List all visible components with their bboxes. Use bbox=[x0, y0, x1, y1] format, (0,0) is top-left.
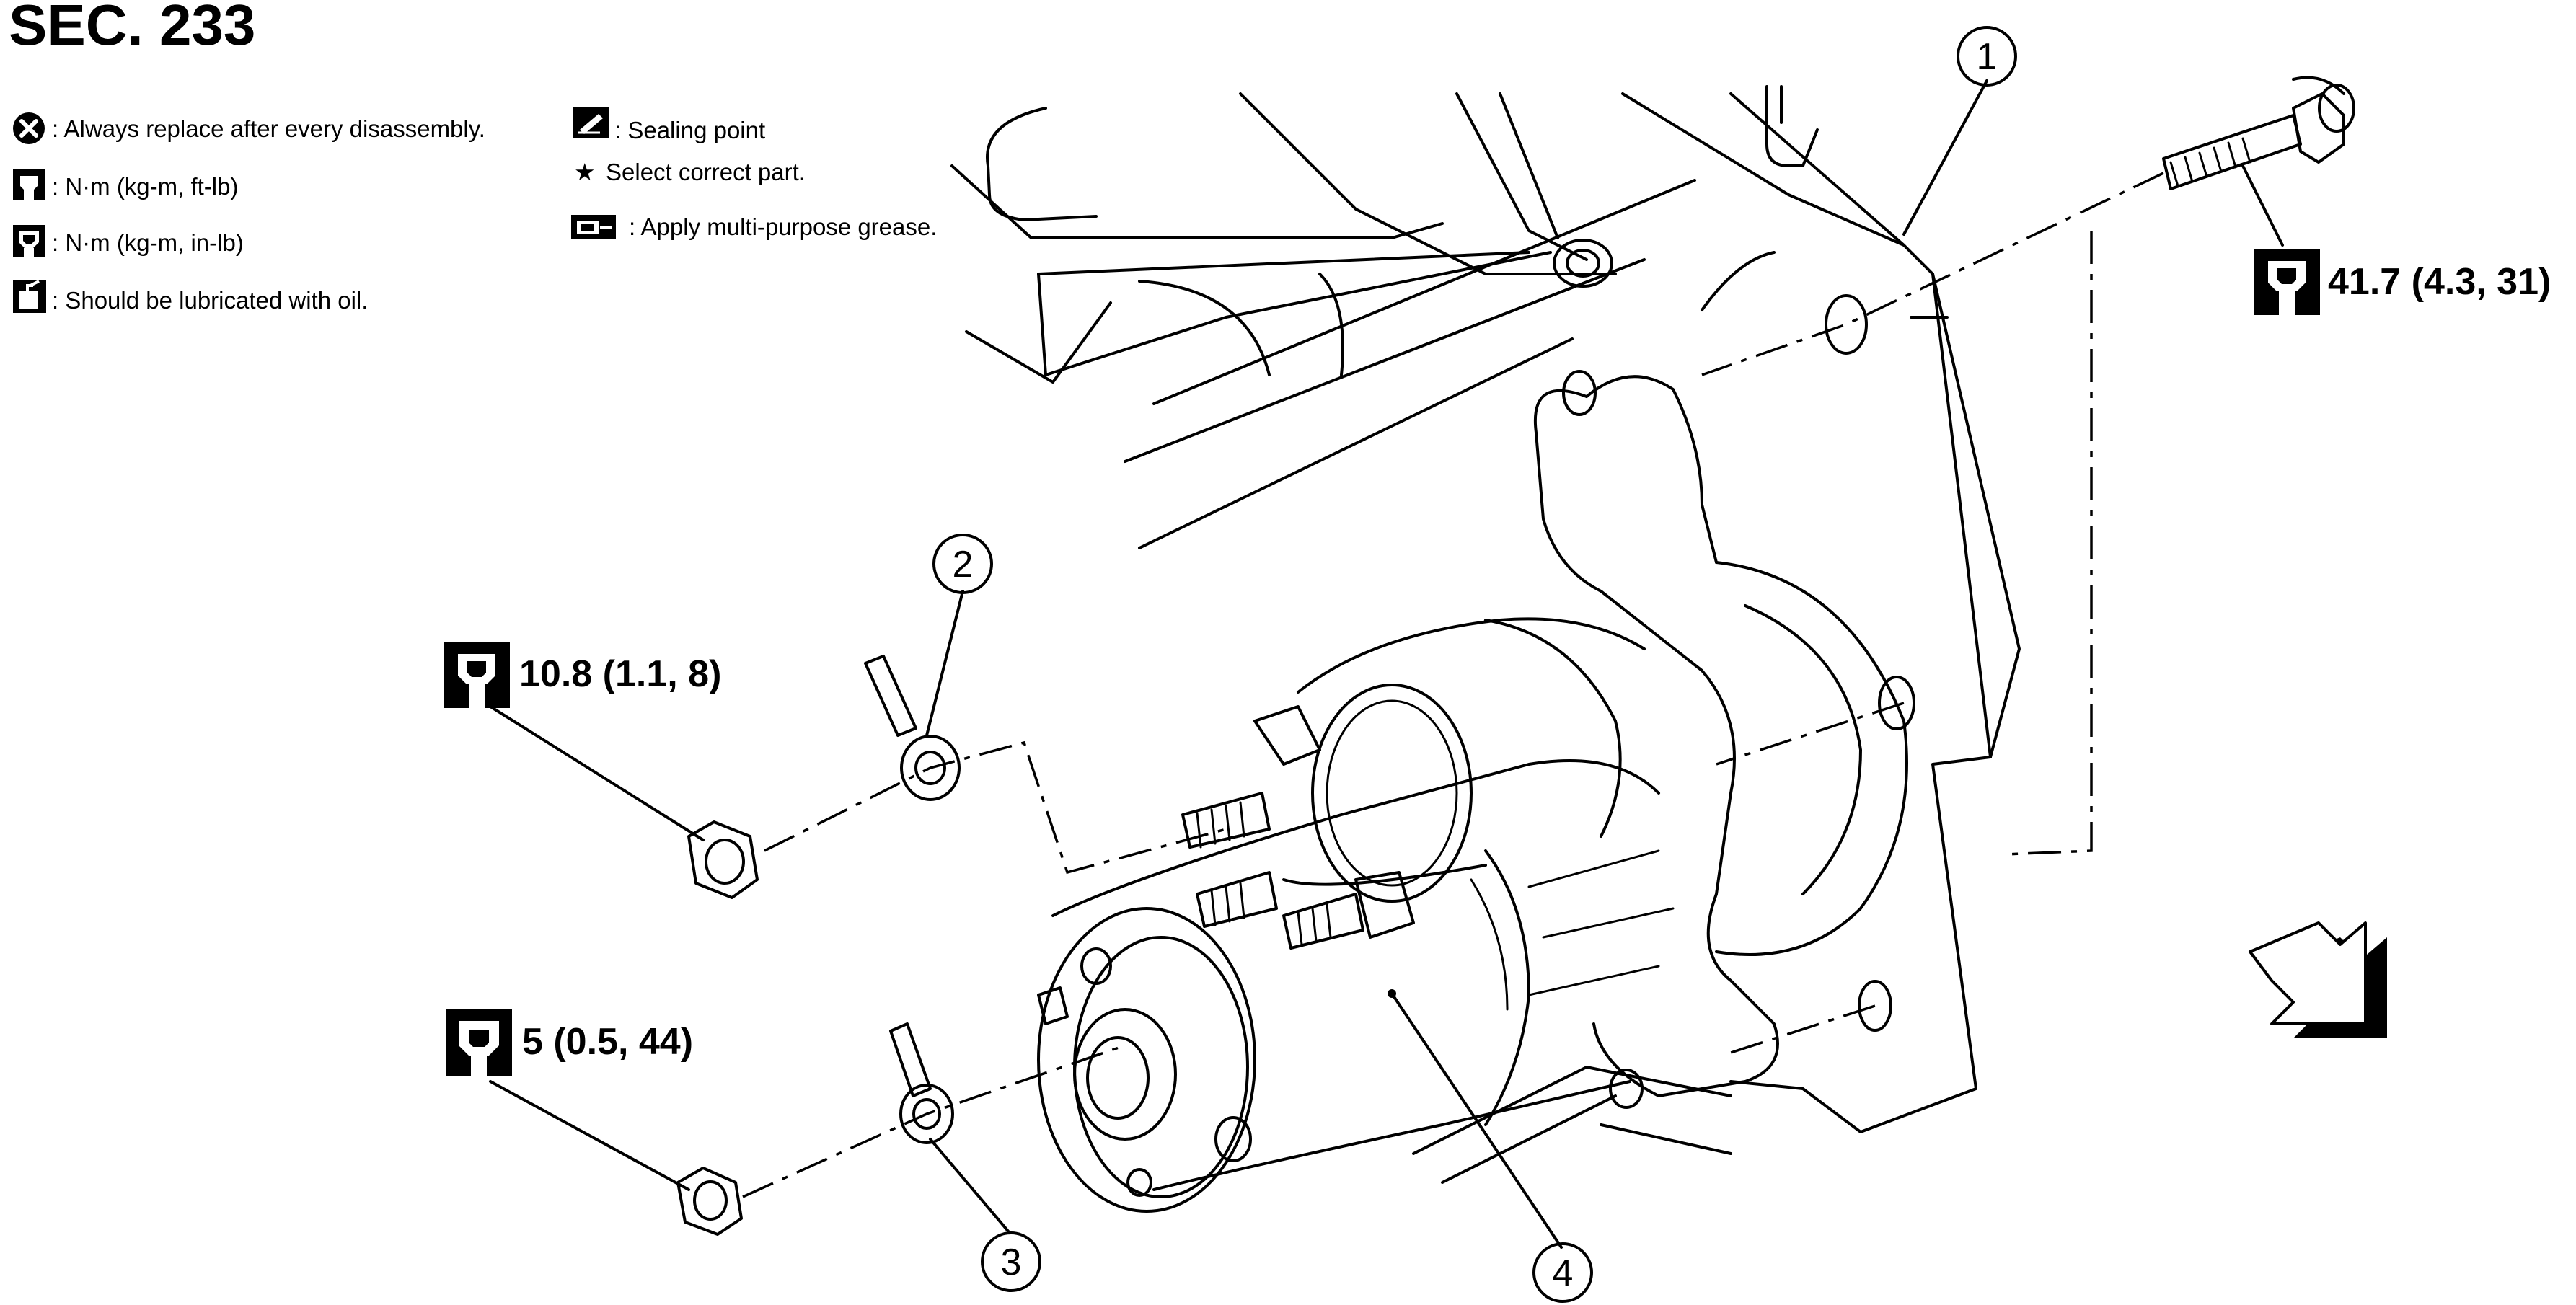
starter-motor bbox=[1037, 370, 1908, 1213]
torque-wrench-icon bbox=[2254, 249, 2320, 315]
callout-2: 2 bbox=[925, 534, 993, 737]
mounting-bolt bbox=[2162, 76, 2355, 190]
legend-select-part: Select correct part. bbox=[606, 159, 806, 185]
engine-block-outline bbox=[950, 92, 1732, 1184]
oil-can-icon bbox=[13, 280, 46, 313]
torque-wrench-icon bbox=[13, 169, 45, 200]
svg-text:3: 3 bbox=[1001, 1242, 1022, 1283]
callout-3: 3 bbox=[929, 1138, 1041, 1292]
torque-value-upper-nut: 10.8 (1.1, 8) bbox=[519, 653, 721, 695]
lower-terminal bbox=[889, 1022, 954, 1144]
legend-lubricate-oil: : Should be lubricated with oil. bbox=[52, 287, 368, 314]
torque-wrench-filled-icon bbox=[13, 225, 45, 257]
torque-value-lower-nut: 5 (0.5, 44) bbox=[522, 1021, 693, 1063]
callout-1: 1 bbox=[1902, 26, 2017, 236]
torque-label-upper-nut: 10.8 (1.1, 8) bbox=[444, 642, 721, 841]
upper-terminal bbox=[864, 655, 961, 801]
torque-wrench-icon bbox=[444, 642, 510, 708]
svg-text:4: 4 bbox=[1553, 1252, 1574, 1294]
torque-label-lower-nut: 5 (0.5, 44) bbox=[446, 1009, 693, 1191]
legend-torque-ft-lb: : N·m (kg-m, ft-lb) bbox=[52, 173, 238, 200]
legend-apply-grease: : Apply multi-purpose grease. bbox=[629, 213, 937, 240]
transmission-housing bbox=[1621, 85, 2021, 1133]
torque-label-bolt: 41.7 (4.3, 31) bbox=[2241, 164, 2551, 315]
grease-gun-icon bbox=[571, 215, 616, 239]
torque-value-bolt: 41.7 (4.3, 31) bbox=[2328, 261, 2551, 303]
torque-wrench-filled-icon bbox=[446, 1009, 512, 1076]
svg-text:2: 2 bbox=[953, 544, 974, 585]
legend: : Always replace after every disassembly… bbox=[13, 112, 485, 314]
front-direction-arrow-icon bbox=[2249, 921, 2387, 1038]
x-circle-icon bbox=[13, 112, 45, 144]
lower-nut bbox=[676, 1167, 743, 1236]
assembly-lines bbox=[742, 172, 2164, 1198]
sealant-icon bbox=[573, 107, 609, 138]
svg-text:1: 1 bbox=[1977, 36, 1998, 78]
callout-4: 4 bbox=[1390, 992, 1593, 1303]
upper-nut bbox=[687, 820, 759, 899]
legend-secondary: : Sealing point ★ Select correct part. :… bbox=[571, 107, 937, 240]
section-title: SEC. 233 bbox=[9, 0, 255, 57]
legend-always-replace: : Always replace after every disassembly… bbox=[52, 115, 485, 142]
star-icon: ★ bbox=[574, 159, 596, 185]
legend-torque-in-lb: : N·m (kg-m, in-lb) bbox=[52, 229, 244, 256]
legend-sealing-point: : Sealing point bbox=[614, 117, 765, 143]
